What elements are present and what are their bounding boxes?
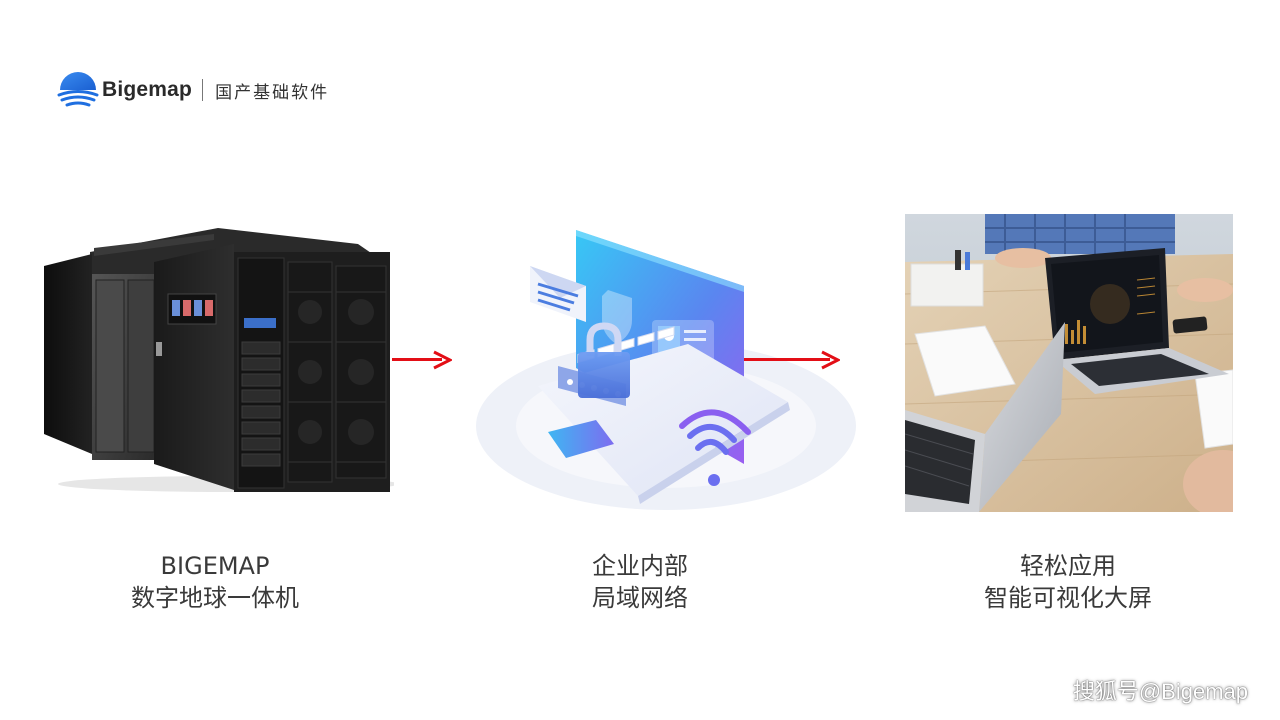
caption-dashboard-line1: 轻松应用 bbox=[1020, 552, 1116, 580]
caption-cabinet: BIGEMAP 数字地球一体机 bbox=[85, 550, 345, 614]
caption-dashboard-line2: 智能可视化大屏 bbox=[984, 584, 1152, 612]
flow-arrow-2 bbox=[744, 350, 840, 370]
caption-cabinet-line2: 数字地球一体机 bbox=[131, 584, 299, 612]
caption-network-line1: 企业内部 bbox=[592, 552, 688, 580]
flow-arrow-1 bbox=[392, 350, 452, 370]
brand-header: Bigemap 国产基础软件 bbox=[56, 68, 329, 112]
caption-cabinet-line1: BIGEMAP bbox=[160, 552, 270, 580]
meeting-laptop-photo bbox=[905, 214, 1233, 512]
brand-divider bbox=[202, 79, 204, 101]
caption-network-line2: 局域网络 bbox=[592, 584, 688, 612]
watermark: 搜狐号@Bigemap bbox=[1072, 679, 1248, 704]
brand-tagline: 国产基础软件 bbox=[215, 82, 330, 103]
brand-name: Bigemap bbox=[102, 78, 193, 101]
caption-network: 企业内部 局域网络 bbox=[510, 550, 770, 614]
bigemap-logo-icon bbox=[57, 72, 99, 107]
caption-dashboard: 轻松应用 智能可视化大屏 bbox=[938, 550, 1198, 614]
server-cabinet-image bbox=[38, 222, 398, 494]
secure-network-image bbox=[468, 226, 864, 518]
